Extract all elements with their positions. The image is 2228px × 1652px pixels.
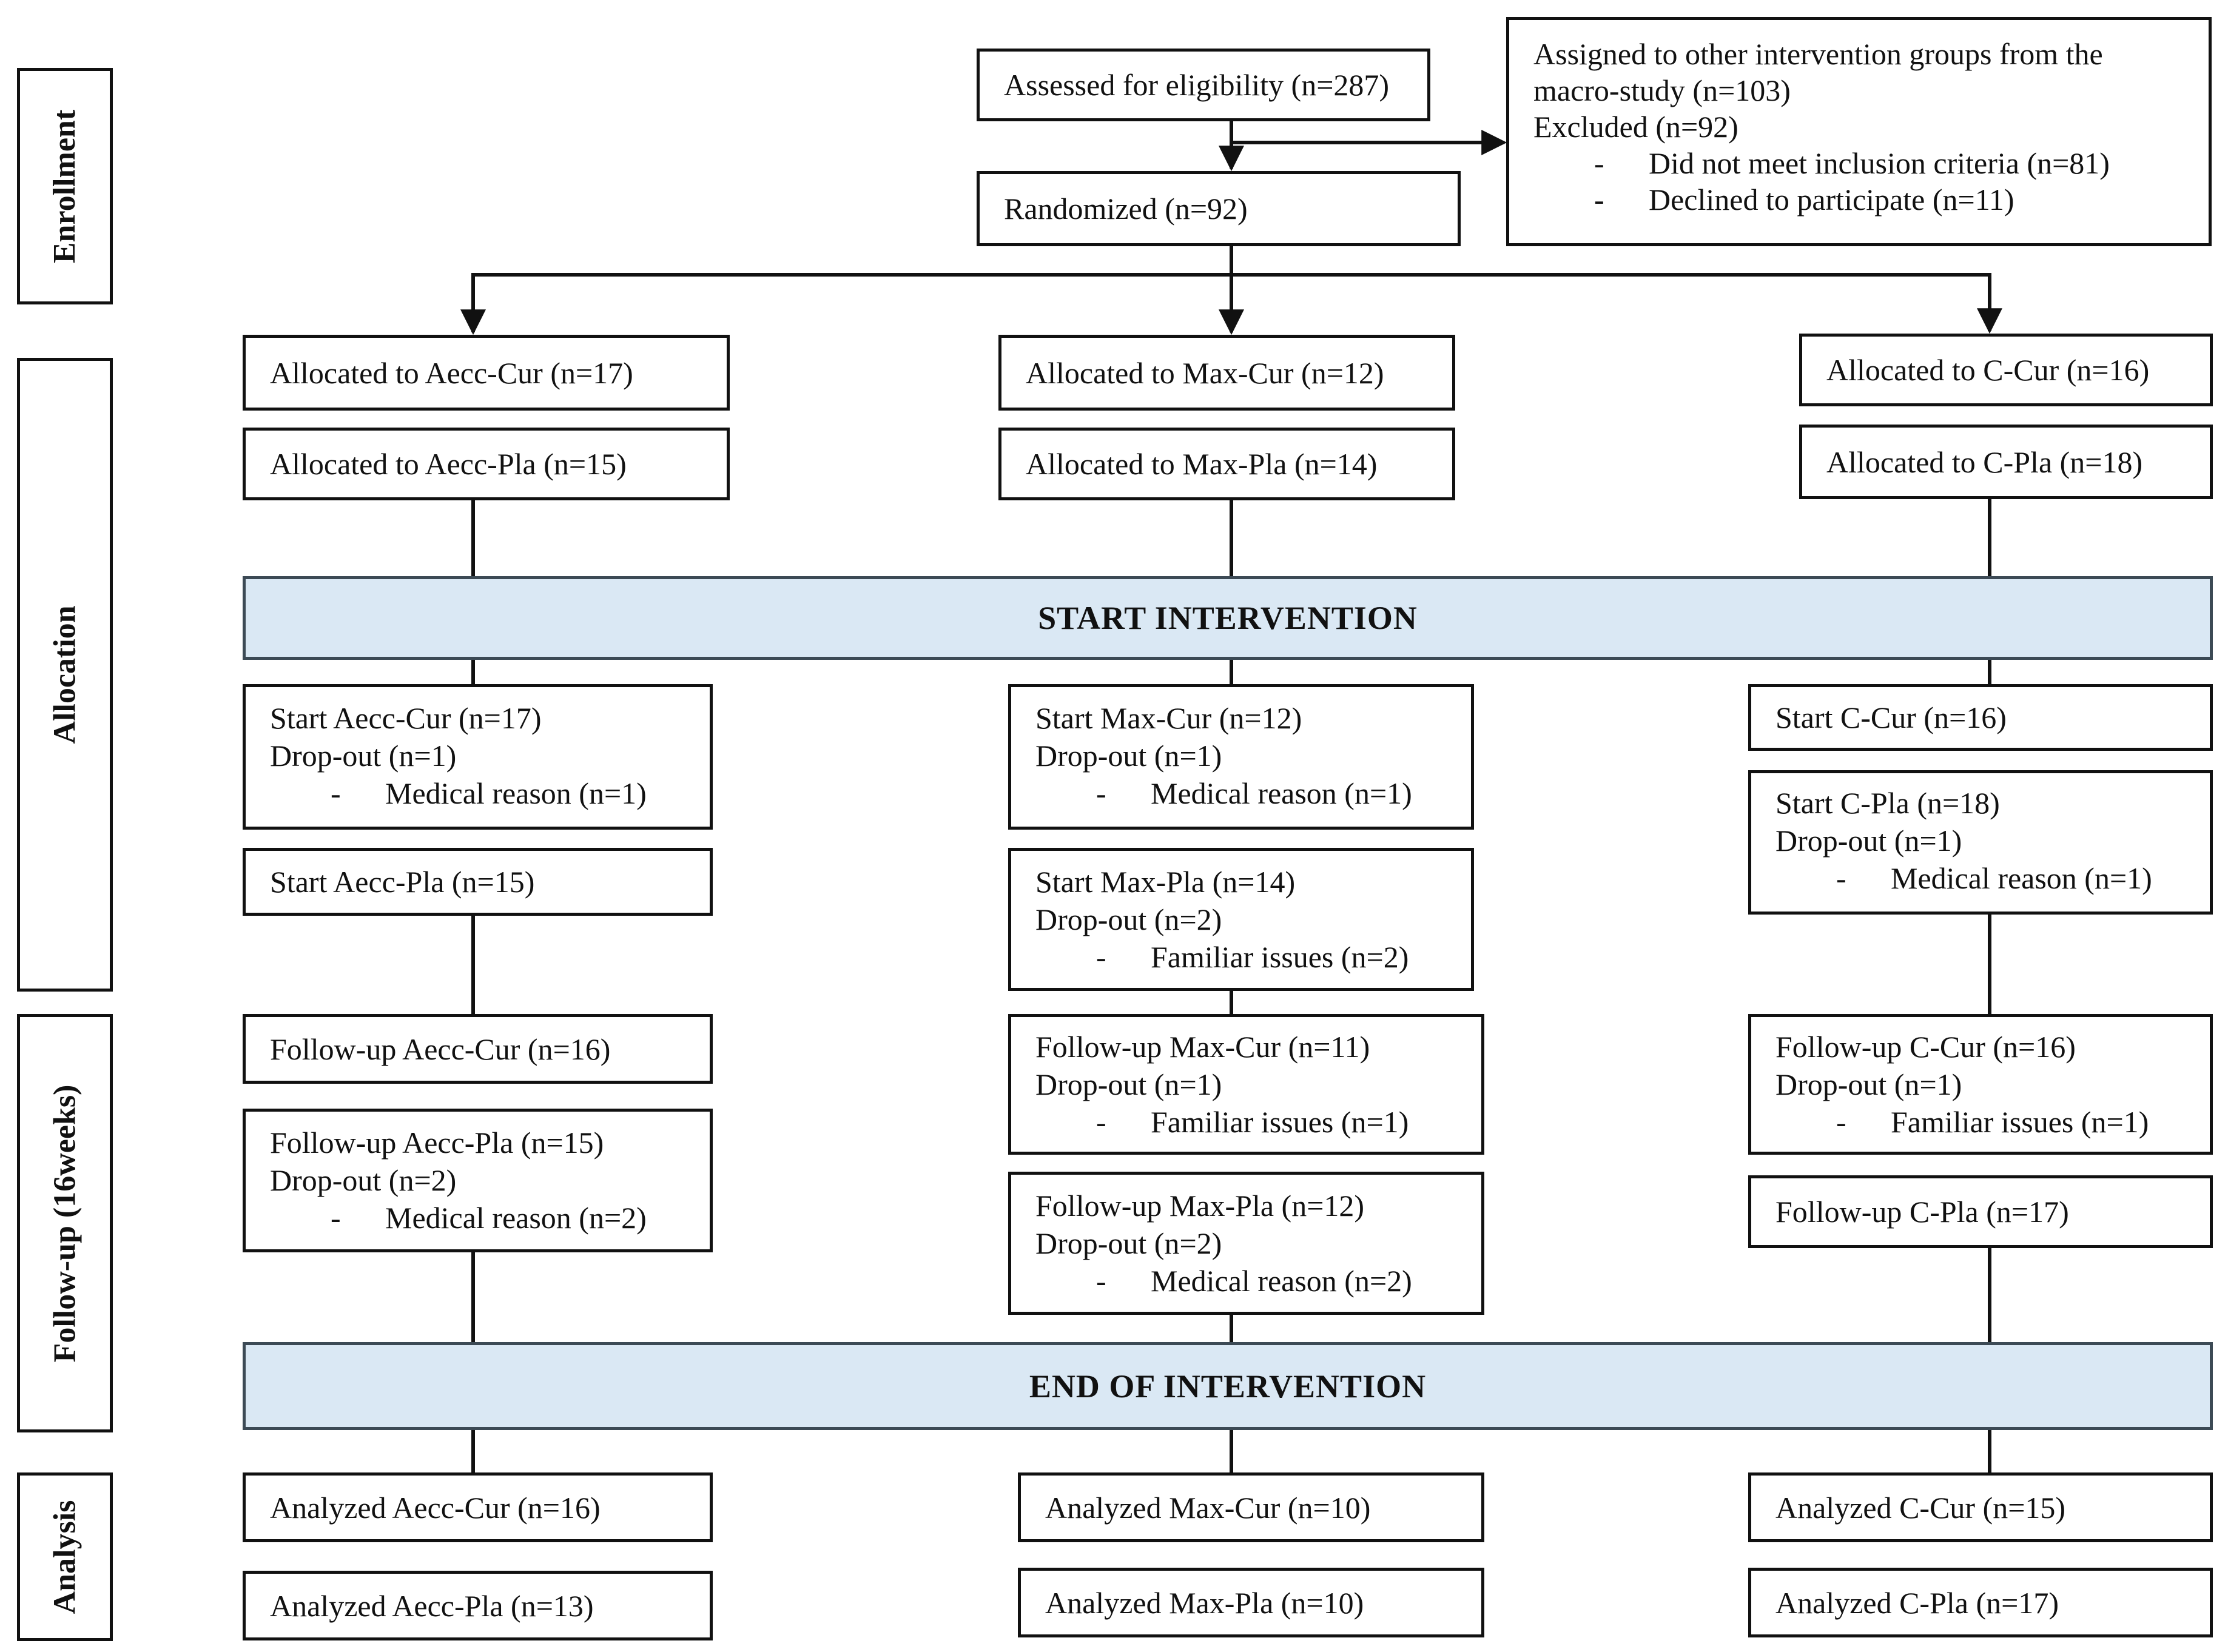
start-aecc-pla-box: Start Aecc-Pla (n=15)	[243, 848, 713, 916]
followup-max-pla-box: Follow-up Max-Pla (n=12) Drop-out (n=2) …	[1008, 1172, 1484, 1315]
start-c-cur-box: Start C-Cur (n=16)	[1748, 684, 2213, 751]
analyzed-max-cur-box: Analyzed Max-Cur (n=10)	[1018, 1472, 1484, 1542]
phase-followup-label: Follow-up (16weeks)	[47, 1084, 82, 1362]
analyzed-max-pla-box: Analyzed Max-Pla (n=10)	[1018, 1568, 1484, 1637]
start-max-pla-box: Start Max-Pla (n=14) Drop-out (n=2) -Fam…	[1008, 848, 1474, 991]
followup-aecc-cur-box: Follow-up Aecc-Cur (n=16)	[243, 1014, 713, 1084]
analyzed-c-pla-box: Analyzed C-Pla (n=17)	[1748, 1568, 2213, 1637]
alloc-c-pla-box: Allocated to C-Pla (n=18)	[1799, 425, 2213, 499]
end-intervention-band: END OF INTERVENTION	[243, 1342, 2213, 1430]
followup-aecc-pla-box: Follow-up Aecc-Pla (n=15) Drop-out (n=2)…	[243, 1109, 713, 1252]
phase-enrollment: Enrollment	[17, 68, 113, 304]
phase-followup: Follow-up (16weeks)	[17, 1014, 113, 1432]
assessed-box: Assessed for eligibility (n=287)	[977, 49, 1430, 121]
start-aecc-cur-box: Start Aecc-Cur (n=17) Drop-out (n=1) -Me…	[243, 684, 713, 830]
analyzed-aecc-pla-box: Analyzed Aecc-Pla (n=13)	[243, 1571, 713, 1640]
start-c-pla-box: Start C-Pla (n=18) Drop-out (n=1) -Medic…	[1748, 770, 2213, 915]
exclusion-box: Assigned to other intervention groups fr…	[1506, 17, 2212, 246]
analyzed-c-cur-box: Analyzed C-Cur (n=15)	[1748, 1472, 2213, 1542]
randomized-box: Randomized (n=92)	[977, 171, 1461, 246]
phase-enrollment-label: Enrollment	[47, 109, 82, 263]
phase-analysis-label: Analysis	[47, 1500, 82, 1614]
phase-analysis: Analysis	[17, 1472, 113, 1641]
start-max-cur-box: Start Max-Cur (n=12) Drop-out (n=1) -Med…	[1008, 684, 1474, 830]
phase-allocation: Allocation	[17, 358, 113, 992]
alloc-max-pla-box: Allocated to Max-Pla (n=14)	[998, 428, 1455, 500]
alloc-c-cur-box: Allocated to C-Cur (n=16)	[1799, 334, 2213, 406]
alloc-aecc-cur-box: Allocated to Aecc-Cur (n=17)	[243, 335, 730, 411]
followup-c-cur-box: Follow-up C-Cur (n=16) Drop-out (n=1) -F…	[1748, 1014, 2213, 1155]
alloc-max-cur-box: Allocated to Max-Cur (n=12)	[998, 335, 1455, 411]
analyzed-aecc-cur-box: Analyzed Aecc-Cur (n=16)	[243, 1472, 713, 1542]
phase-allocation-label: Allocation	[47, 605, 82, 744]
followup-c-pla-box: Follow-up C-Pla (n=17)	[1748, 1175, 2213, 1248]
alloc-aecc-pla-box: Allocated to Aecc-Pla (n=15)	[243, 428, 730, 500]
followup-max-cur-box: Follow-up Max-Cur (n=11) Drop-out (n=1) …	[1008, 1014, 1484, 1155]
start-intervention-band: START INTERVENTION	[243, 576, 2213, 660]
